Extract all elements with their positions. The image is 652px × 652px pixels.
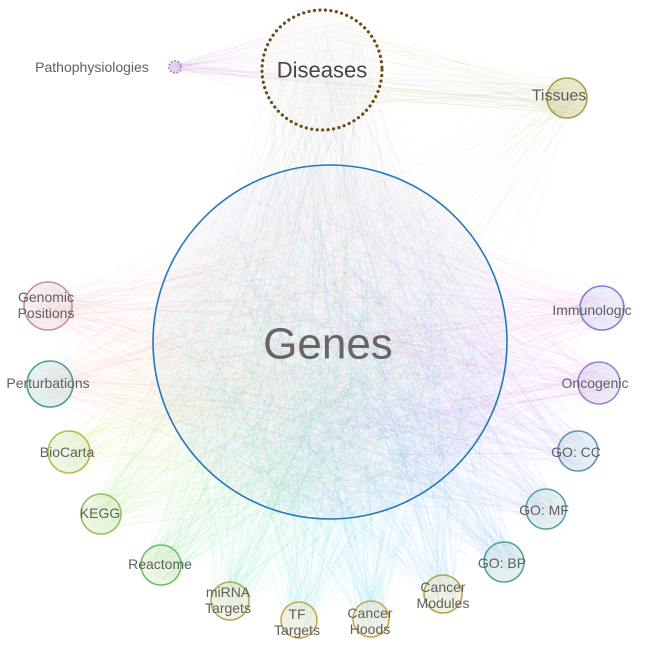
label-go-mf: GO: MF <box>519 502 569 518</box>
node-go-cc[interactable] <box>557 430 599 472</box>
label-genomic-positions: Positions <box>18 305 75 321</box>
node-diseases[interactable] <box>260 8 384 132</box>
label-go-bp: GO: BP <box>478 555 526 571</box>
bundle-immunologic-genes <box>181 177 621 497</box>
label-mirna-targets: Targets <box>205 600 251 616</box>
bundle-pathophysiologies-tissues <box>169 61 579 112</box>
label-mirna-targets: miRNA <box>206 584 251 600</box>
node-mirna-targets[interactable] <box>210 581 250 621</box>
bundle-go_cc-genes <box>170 185 595 482</box>
label-cancer-hoods: Cancer <box>347 605 392 621</box>
node-biocarta[interactable] <box>47 430 91 474</box>
node-tf-targets[interactable] <box>280 601 318 639</box>
label-tf-targets: TF <box>288 606 305 622</box>
label-cancer-hoods: Hoods <box>350 621 390 637</box>
label-perturbations: Perturbations <box>6 375 89 391</box>
label-oncogenic: Oncogenic <box>562 375 629 391</box>
label-pathophysiologies: Pathophysiologies <box>35 59 149 75</box>
node-go-mf[interactable] <box>525 488 567 530</box>
bundle-tissues-diseases <box>275 16 583 118</box>
label-immunologic: Immunologic <box>552 302 631 318</box>
bundle-cancer_modules-genes <box>168 173 497 612</box>
node-immunologic[interactable] <box>579 285 625 331</box>
node-perturbations[interactable] <box>26 360 74 408</box>
labels: Genes Diseases PathophysiologiesTissuesGen… <box>6 58 631 638</box>
bundle-go_bp-genes <box>168 176 524 580</box>
node-cancer-modules[interactable] <box>423 574 463 614</box>
label-genomic-positions: Genomic <box>18 289 74 305</box>
bundle-biocarta-genes <box>51 178 475 496</box>
label-cancer-modules: Cancer <box>420 579 465 595</box>
label-genes: Genes <box>263 320 393 369</box>
node-go-bp[interactable] <box>483 541 525 583</box>
bundle-tissues-genes <box>209 81 584 507</box>
bundle-tf_targets-genes <box>166 170 481 637</box>
bundle-oncogenic-genes <box>160 184 618 501</box>
label-tissues: Tissues <box>532 88 587 105</box>
label-tf-targets: Targets <box>274 622 320 638</box>
nodes <box>23 8 625 639</box>
bundle-pathophysiologies-diseases <box>170 15 374 119</box>
node-genes[interactable] <box>152 164 508 520</box>
bundle-cancer_hoods-genes <box>171 184 485 636</box>
node-pathophysiologies[interactable] <box>168 60 182 74</box>
edge-bundles <box>26 14 621 637</box>
node-kegg[interactable] <box>80 493 122 535</box>
node-reactome[interactable] <box>140 544 182 586</box>
bundle-reactome-genes <box>141 173 502 584</box>
label-diseases: Diseases <box>277 58 367 83</box>
bundle-kegg-genes <box>83 173 482 533</box>
node-cancer-hoods[interactable] <box>352 600 390 638</box>
bundle-go_mf-genes <box>171 191 564 528</box>
label-kegg: KEGG <box>80 505 120 521</box>
bundle-mirna_targets-genes <box>160 182 488 619</box>
label-reactome: Reactome <box>128 556 192 572</box>
bundle-diseases-genes <box>161 14 490 513</box>
node-oncogenic[interactable] <box>577 361 621 405</box>
label-go-cc: GO: CC <box>551 444 601 460</box>
node-genomic-positions[interactable] <box>23 281 73 331</box>
label-cancer-modules: Modules <box>417 595 470 611</box>
node-tissues[interactable] <box>546 77 588 119</box>
label-biocarta: BioCarta <box>40 444 95 460</box>
